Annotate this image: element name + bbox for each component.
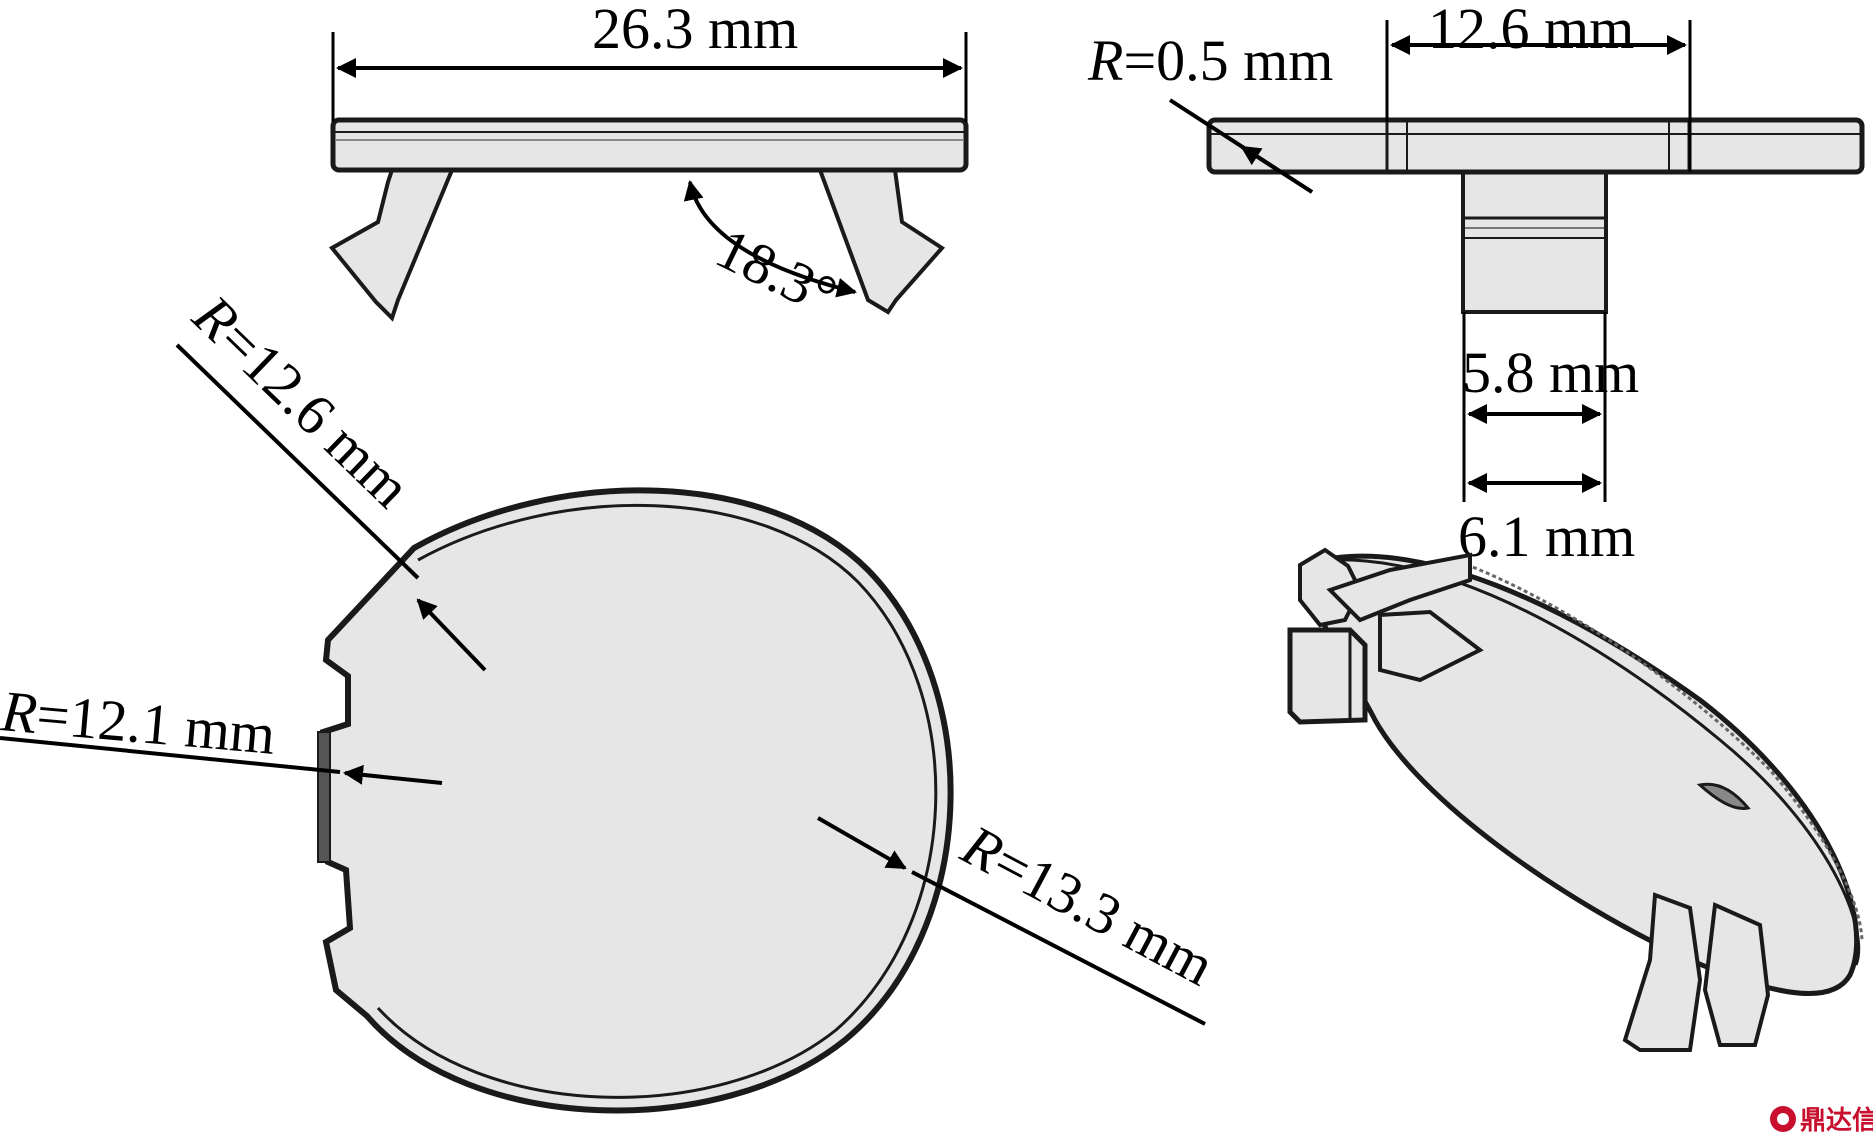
overall-width-unit: mm [708, 0, 798, 61]
slot-width-dimension: 12.6 mm [1385, 0, 1692, 172]
iso-block [1287, 627, 1368, 725]
radius-large-unit: mm [313, 411, 423, 520]
top-view: R=12.6 mm R=12.1 mm R=13.3 mm [0, 282, 1225, 1114]
left-clip-leg [328, 168, 455, 322]
svg-text:6.1 mm: 6.1 mm [1458, 504, 1635, 569]
edge-radius-unit: mm [1243, 28, 1333, 93]
round-cap-outline [319, 487, 954, 1114]
isometric-view [1287, 547, 1864, 1052]
radius-outer-unit: mm [1114, 899, 1224, 999]
right-clip-leg [817, 168, 946, 315]
edge-radius-value: =0.5 [1123, 28, 1228, 93]
outer-width-unit: mm [1545, 504, 1635, 569]
watermark: 鼎达信 [1770, 1106, 1873, 1136]
slot-width-value: 12.6 [1428, 0, 1530, 61]
svg-text:R=0.5 mm: R=0.5 mm [1087, 28, 1333, 93]
overall-width-dimension: 26.3 mm [331, 0, 968, 122]
iso-bottom-clip [1622, 892, 1703, 1052]
radius-small-symbol: R [0, 678, 40, 746]
overall-width-value: 26.3 [592, 0, 694, 61]
radius-small-unit: mm [182, 694, 278, 767]
watermark-text: 鼎达信 [1800, 1106, 1873, 1136]
edge-radius-dimension: R=0.5 mm [1087, 28, 1333, 194]
svg-text:26.3 mm: 26.3 mm [592, 0, 798, 61]
svg-text:R=13.3 mm: R=13.3 mm [951, 812, 1225, 999]
side-plate [1206, 117, 1865, 175]
svg-text:R=12.6 mm: R=12.6 mm [180, 282, 423, 520]
side-stem [1461, 170, 1608, 314]
clip-angle-dimension: 18.3° [683, 180, 857, 328]
radius-outer-value: =13.3 [983, 829, 1132, 949]
svg-text:R=12.1 mm: R=12.1 mm [0, 678, 278, 767]
inner-width-unit: mm [1549, 340, 1639, 405]
inner-width-value: 5.8 [1462, 340, 1535, 405]
front-view: 26.3 mm 18.3° [328, 0, 969, 328]
radius-small-value: =12.1 [34, 681, 173, 757]
radius-small-dimension: R=12.1 mm [0, 678, 443, 785]
stem-width-dimensions: 5.8 mm 6.1 mm [1458, 312, 1639, 569]
svg-text:5.8 mm: 5.8 mm [1462, 340, 1639, 405]
edge-radius-symbol: R [1087, 28, 1123, 93]
clip-angle-value: 18.3° [706, 215, 847, 328]
slot-width-unit: mm [1544, 0, 1634, 61]
side-view: 12.6 mm R=0.5 mm 5.8 mm [1087, 0, 1865, 569]
svg-text:12.6 mm: 12.6 mm [1428, 0, 1634, 61]
front-plate [330, 117, 969, 173]
